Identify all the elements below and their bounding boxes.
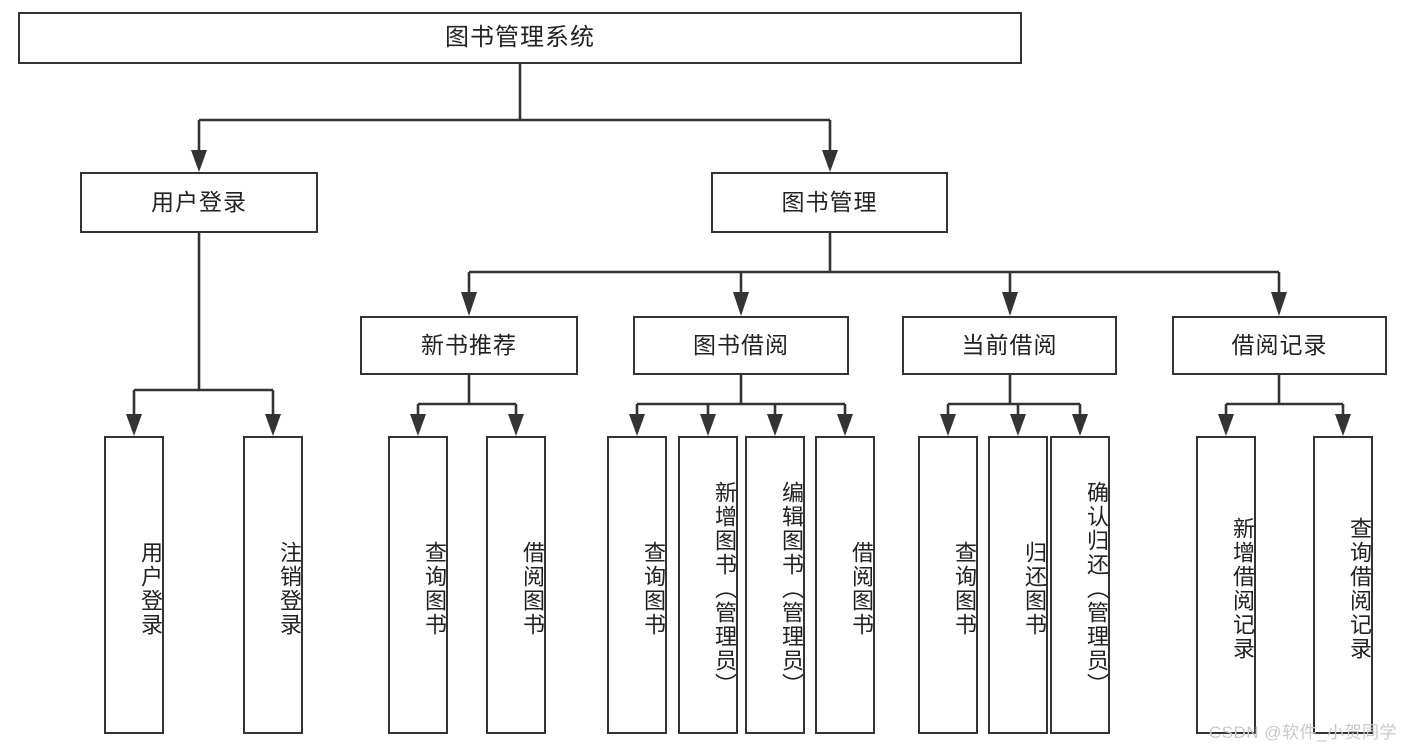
leaf-borrow-books-recommend[interactable]: 借阅图书 — [486, 436, 546, 734]
node-label: 用户登录 — [138, 541, 163, 637]
leaf-user-logout[interactable]: 注销登录 — [243, 436, 303, 734]
node-label: 归还图书 — [1022, 541, 1047, 637]
node-book-management[interactable]: 图书管理 — [711, 172, 948, 233]
node-new-book-recommend[interactable]: 新书推荐 — [360, 316, 578, 375]
node-label: 当前借阅 — [961, 332, 1058, 359]
node-borrow-records[interactable]: 借阅记录 — [1172, 316, 1387, 375]
node-label: 编辑图书（管理员） — [779, 481, 804, 697]
node-current-borrow[interactable]: 当前借阅 — [902, 316, 1117, 375]
node-root-title[interactable]: 图书管理系统 — [18, 12, 1022, 64]
leaf-user-login[interactable]: 用户登录 — [104, 436, 164, 734]
node-label: 用户登录 — [151, 189, 247, 216]
leaf-borrow-books[interactable]: 借阅图书 — [815, 436, 875, 734]
node-label: 新增借阅记录 — [1230, 517, 1255, 661]
node-label: 图书借阅 — [693, 332, 789, 359]
node-label: 查询借阅记录 — [1347, 517, 1372, 661]
node-label: 图书管理 — [781, 189, 878, 216]
leaf-add-borrow-record[interactable]: 新增借阅记录 — [1196, 436, 1256, 734]
node-label: 注销登录 — [277, 541, 302, 637]
node-label: 图书管理系统 — [445, 24, 595, 52]
leaf-query-books-current[interactable]: 查询图书 — [918, 436, 978, 734]
node-label: 查询图书 — [641, 541, 666, 637]
leaf-confirm-return-admin[interactable]: 确认归还（管理员） — [1050, 436, 1110, 734]
leaf-add-book-admin[interactable]: 新增图书（管理员） — [678, 436, 738, 734]
node-label: 借阅图书 — [520, 541, 545, 637]
leaf-return-books[interactable]: 归还图书 — [988, 436, 1048, 734]
node-label: 借阅图书 — [849, 541, 874, 637]
node-label: 新书推荐 — [421, 332, 517, 359]
node-label: 借阅记录 — [1231, 332, 1328, 359]
watermark-text: CSDN @软件_小贺同学 — [1208, 723, 1397, 742]
node-user-login[interactable]: 用户登录 — [80, 172, 318, 233]
leaf-query-borrow-record[interactable]: 查询借阅记录 — [1313, 436, 1373, 734]
leaf-query-books-recommend[interactable]: 查询图书 — [388, 436, 448, 734]
node-label: 新增图书（管理员） — [712, 481, 737, 697]
node-book-borrow[interactable]: 图书借阅 — [633, 316, 849, 375]
leaf-query-books-borrow[interactable]: 查询图书 — [607, 436, 667, 734]
node-label: 确认归还（管理员） — [1084, 481, 1109, 697]
leaf-edit-book-admin[interactable]: 编辑图书（管理员） — [745, 436, 805, 734]
node-label: 查询图书 — [952, 541, 977, 637]
node-label: 查询图书 — [422, 541, 447, 637]
